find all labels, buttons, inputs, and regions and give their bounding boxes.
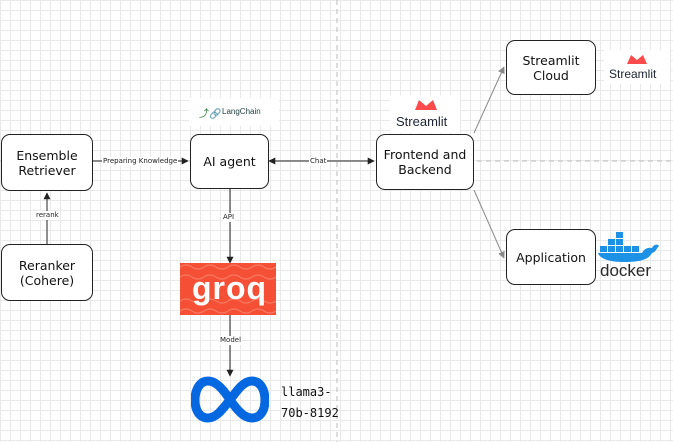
streamlit-cloud-wordmark: Streamlit — [609, 67, 657, 81]
groq-logo: groq — [180, 263, 276, 315]
edge-label-rerank: rerank — [35, 211, 60, 220]
docker-whale-icon — [598, 232, 659, 262]
edge-label-api: API — [222, 213, 236, 222]
llama-model-label: llama3- 70b-8192 — [281, 385, 339, 420]
edge-label-chat: Chat — [309, 157, 328, 166]
node-ensemble-retriever[interactable]: Ensemble Retriever — [1, 134, 93, 191]
streamlit-crown-icon — [415, 100, 437, 110]
streamlit-logo: Streamlit — [390, 95, 460, 133]
node-reranker[interactable]: Reranker (Cohere) — [1, 244, 93, 301]
edge-label-preparing-knowledge: Preparing Knowledge — [102, 157, 179, 166]
groq-wordmark: groq — [192, 270, 268, 306]
edge-to-streamlit-cloud — [473, 66, 505, 134]
streamlit-wordmark: Streamlit — [396, 114, 448, 129]
edge-to-application — [473, 189, 505, 259]
node-ai-agent[interactable]: AI agent — [190, 134, 269, 189]
node-frontend-backend[interactable]: Frontend and Backend — [376, 134, 474, 190]
docker-wordmark: docker — [600, 261, 652, 280]
node-streamlit-cloud[interactable]: Streamlit Cloud — [506, 40, 596, 95]
node-application[interactable]: Application — [506, 229, 596, 285]
langchain-wordmark: LangChain — [222, 107, 261, 116]
langchain-logo: ⤴🔗 LangChain — [189, 98, 279, 126]
groq-pattern — [180, 264, 276, 314]
parrot-chain-icon: ⤴🔗 — [199, 109, 222, 120]
meta-infinity-icon — [191, 376, 269, 423]
streamlit-crown-icon-small — [627, 55, 647, 64]
docker-logo: docker — [598, 230, 660, 282]
edge-label-model: Model — [219, 336, 243, 345]
streamlit-cloud-logo: Streamlit — [604, 50, 670, 84]
